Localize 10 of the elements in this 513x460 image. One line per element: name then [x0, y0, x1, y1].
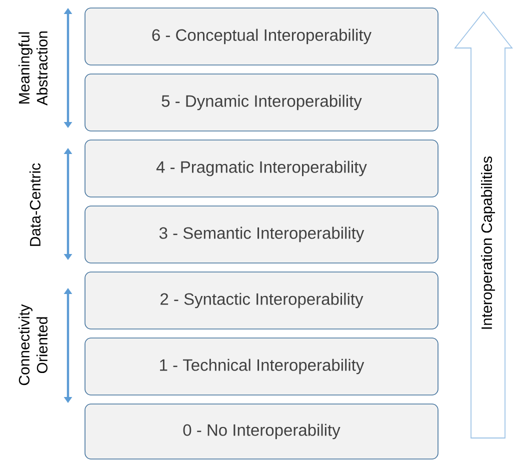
level-box: 2 - Syntactic Interoperability [84, 272, 438, 330]
level-box: 5 - Dynamic Interoperability [84, 74, 438, 132]
group-label: Connectivity Oriented [18, 304, 48, 386]
level-box: 6 - Conceptual Interoperability [84, 8, 438, 66]
group-label: Meaningful Abstraction [18, 31, 48, 106]
level-box: 1 - Technical Interoperability [84, 338, 438, 396]
group-label: Data-Centric [30, 163, 40, 246]
level-box: 3 - Semantic Interoperability [84, 206, 438, 264]
level-box: 4 - Pragmatic Interoperability [84, 140, 438, 198]
level-box: 0 - No Interoperability [84, 404, 438, 460]
